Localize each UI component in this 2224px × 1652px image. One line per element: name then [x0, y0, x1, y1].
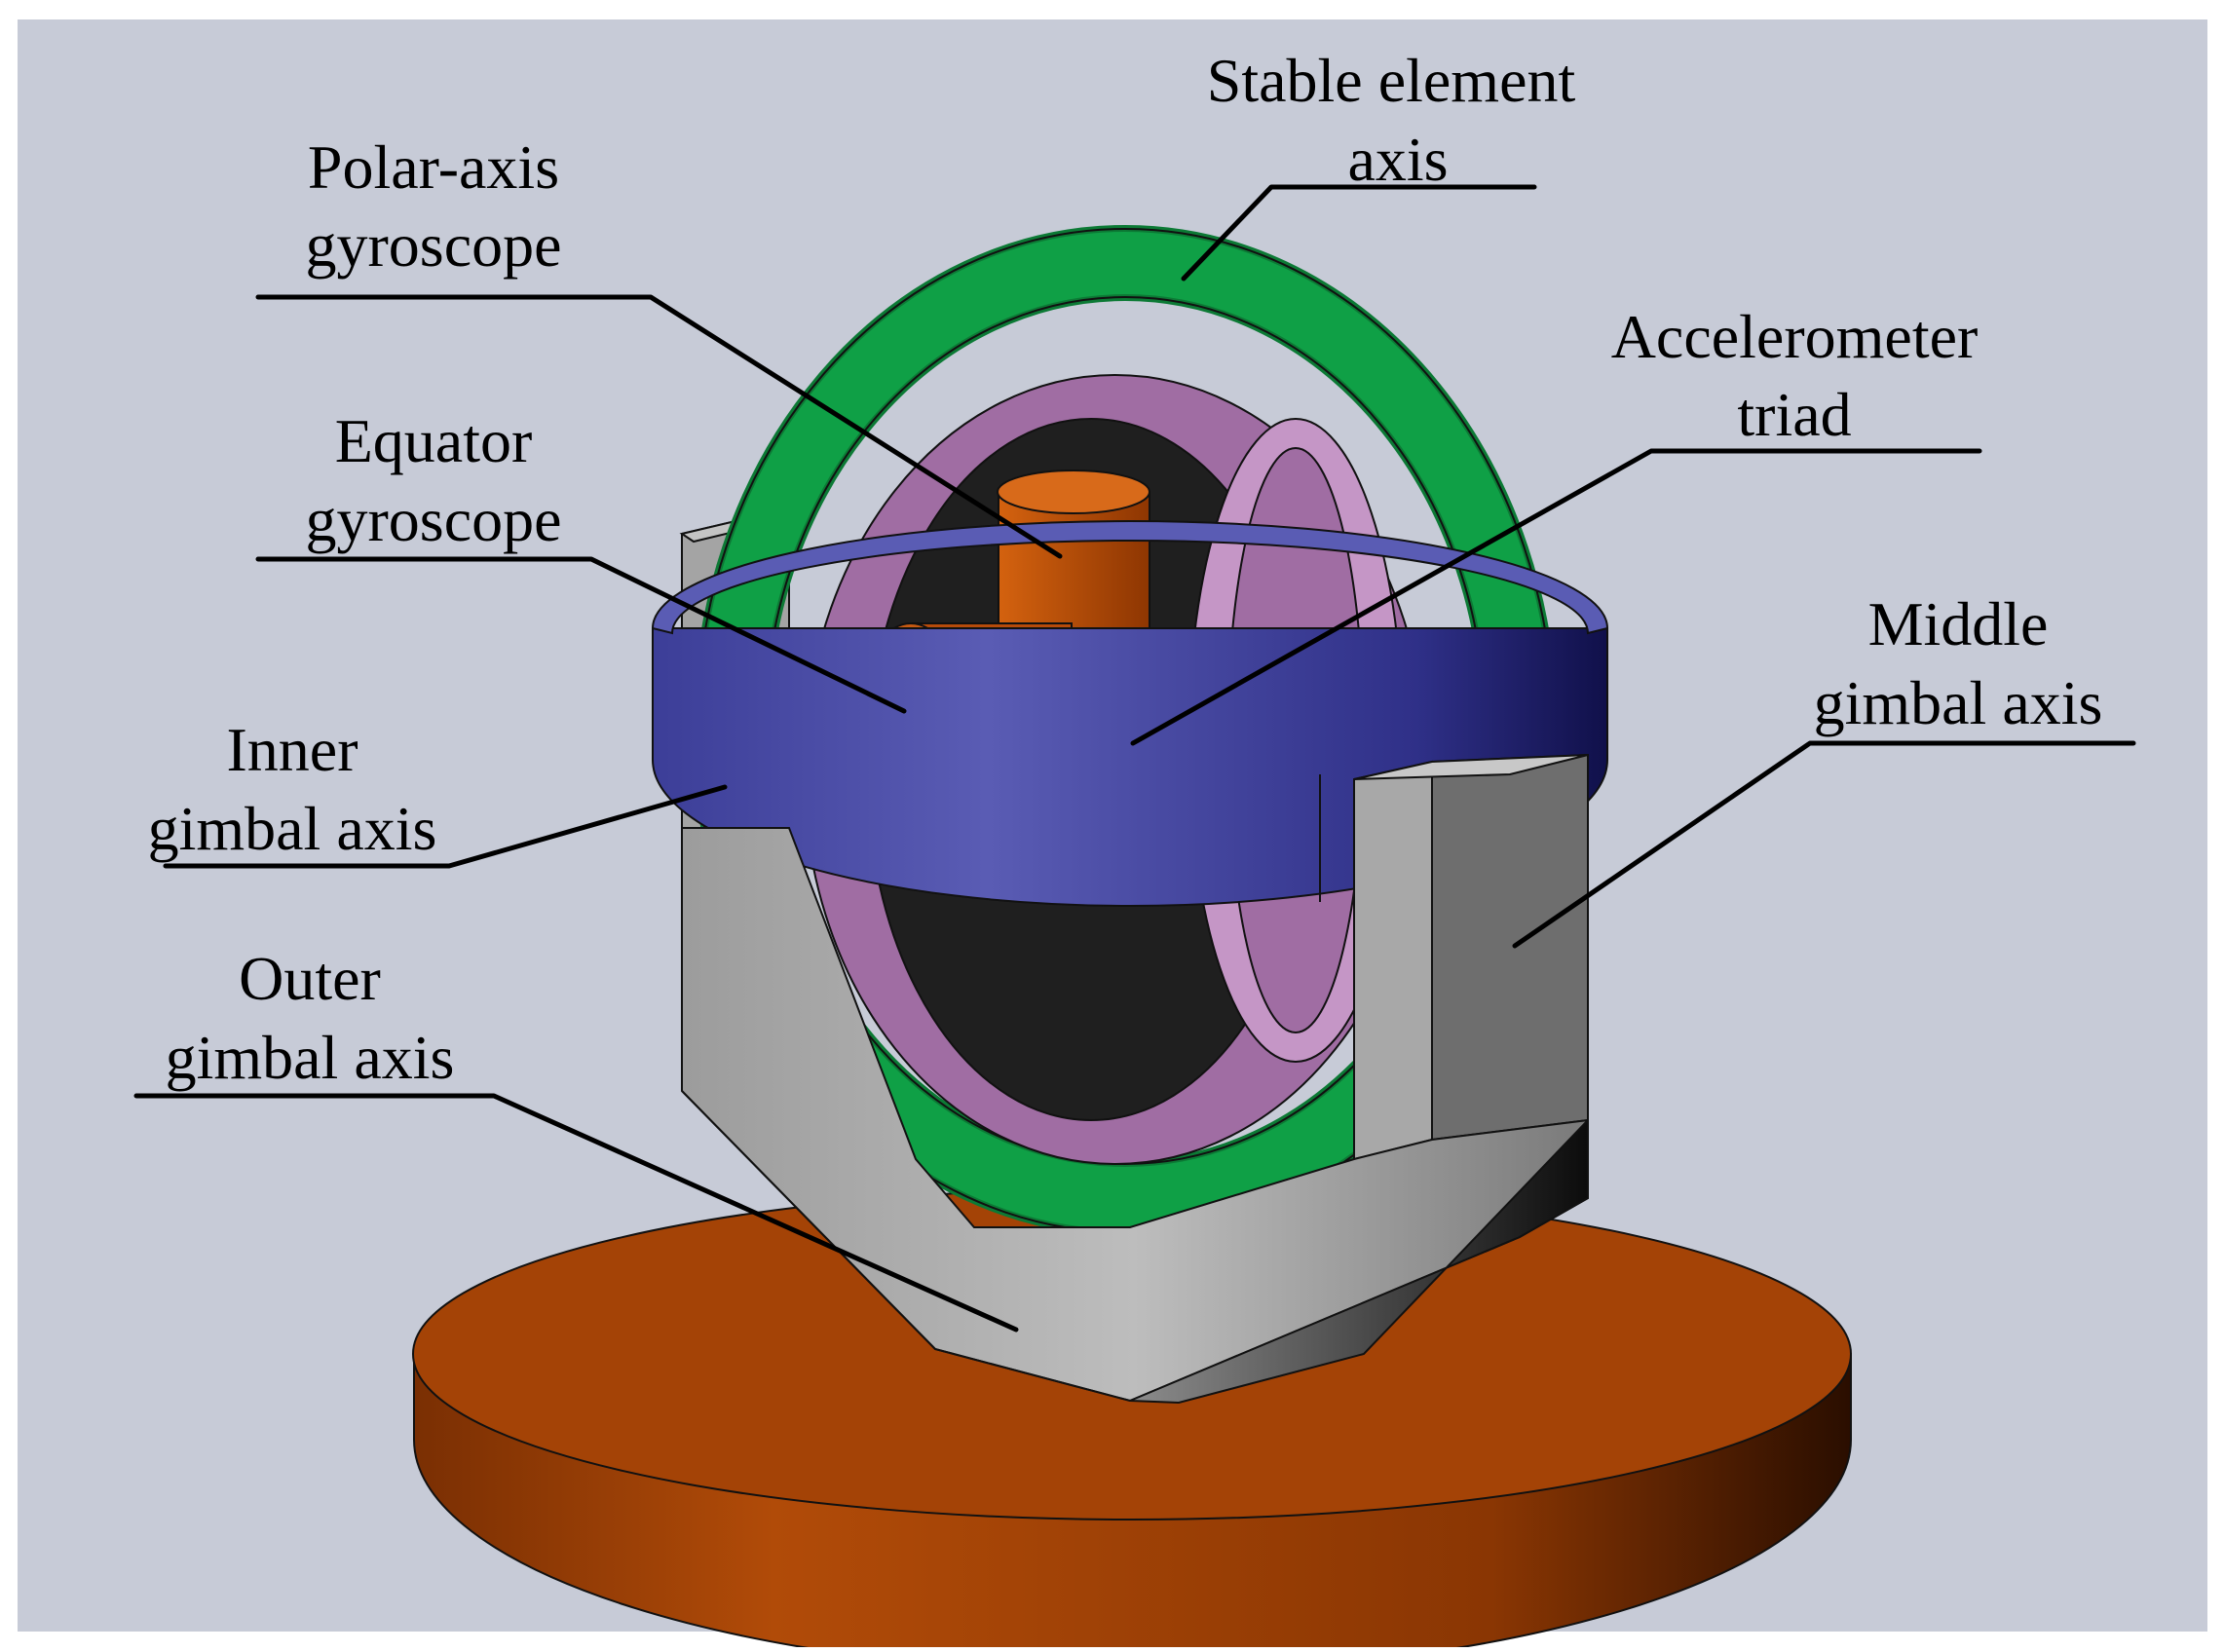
label-inner-gimbal-line1: Inner	[226, 715, 358, 784]
middle-gimbal-frame	[681, 753, 1589, 1405]
label-stable-element-line2: axis	[1347, 125, 1448, 194]
label-accelerometer-line2: triad	[1737, 380, 1851, 449]
label-accelerometer-line1: Accelerometer	[1611, 302, 1979, 371]
label-polar-gyro-line2: gyroscope	[305, 210, 561, 280]
label-equator-gyro-line1: Equator	[335, 406, 533, 475]
leader-middle-gimbal	[1512, 740, 2136, 949]
label-outer-gimbal-line2: gimbal axis	[166, 1023, 455, 1092]
label-inner-gimbal-line2: gimbal axis	[148, 794, 437, 863]
label-stable-element-line1: Stable element	[1207, 46, 1576, 115]
labels: Stable element axis Polar-axis gyroscope…	[148, 46, 2103, 1092]
label-outer-gimbal-line1: Outer	[239, 944, 381, 1013]
leader-equator-gyro	[255, 556, 907, 714]
label-middle-gimbal-line2: gimbal axis	[1814, 668, 2103, 737]
leader-inner-gimbal	[163, 784, 728, 869]
leader-outer-gimbal	[133, 1093, 1019, 1333]
label-polar-gyro-line1: Polar-axis	[308, 132, 559, 202]
leader-stable-element	[1181, 184, 1537, 282]
leader-lines	[133, 184, 2136, 1333]
label-middle-gimbal-line1: Middle	[1868, 589, 2049, 658]
label-equator-gyro-line2: gyroscope	[305, 485, 561, 554]
leader-accelerometer	[1130, 448, 1982, 746]
leader-polar-gyro	[255, 294, 1063, 559]
